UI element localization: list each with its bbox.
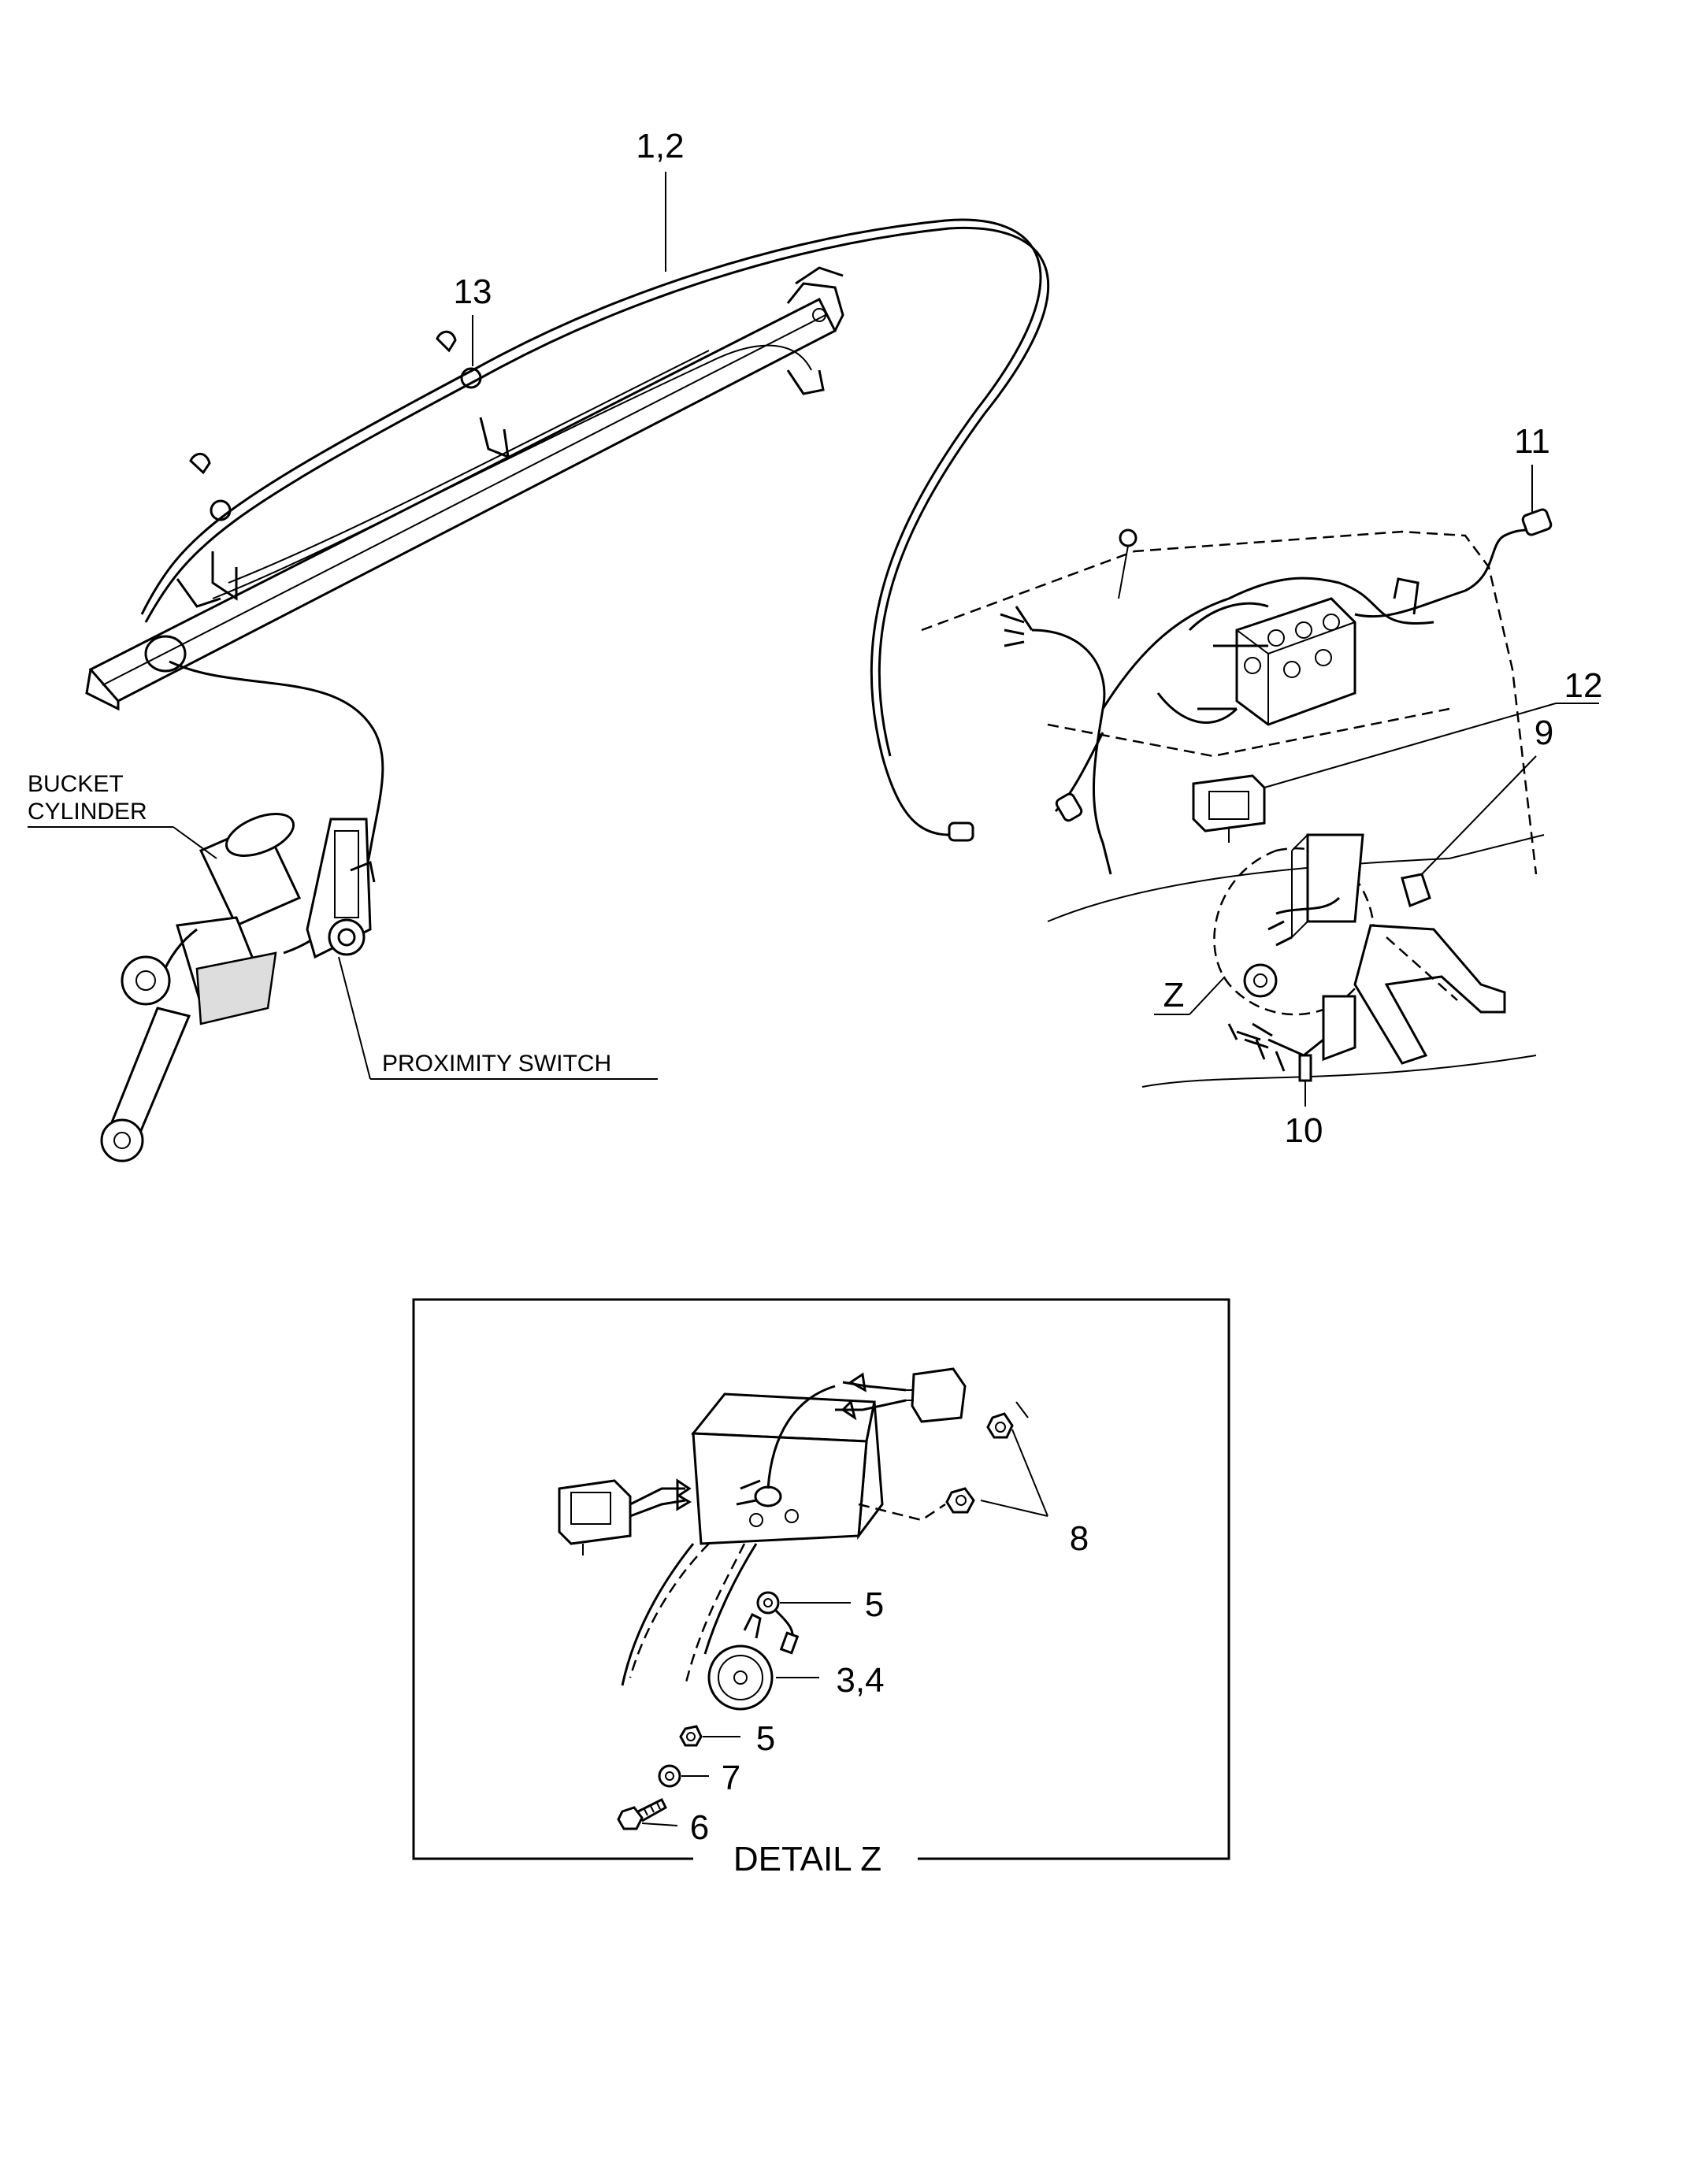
detail-title: DETAIL Z [733,1840,881,1878]
label-bucket: BUCKET [28,771,124,797]
callout-bucket-cylinder: BUCKET CYLINDER [28,771,217,859]
label-relay-9: 9 [1535,714,1553,752]
bolt-6: 6 [617,1797,709,1847]
lamp-connector [558,1478,692,1555]
label-plug-10: 10 [1285,1111,1323,1150]
label-washer-7: 7 [722,1759,740,1797]
label-cylinder: CYLINDER [28,799,147,825]
washer-7: 7 [658,1759,740,1797]
nut-8: 8 [858,1401,1089,1558]
callout-harness: 1,2 [636,127,685,272]
label-clip: 13 [454,273,492,311]
label-washer-5b: 5 [756,1719,775,1758]
washer-5-lower: 5 [679,1719,775,1758]
label-bolt-6: 6 [690,1808,709,1847]
detail-z-box: DETAIL Z [412,1298,1230,1878]
connector-11: 11 [1514,422,1553,536]
plug-10: 10 [1227,1022,1324,1150]
horn-mounting-area [1213,833,1506,1065]
cab-harness-assembly [921,526,1545,1088]
washer-5-upper: 5 [756,1585,884,1655]
proximity-switch [306,818,376,959]
callout-detail-z: Z [1154,976,1226,1015]
label-proximity-switch: PROXIMITY SWITCH [382,1051,611,1077]
work-lamp-12: 12 [1192,666,1603,843]
wire-harness [140,218,1049,955]
horn-3-4: 3,4 [707,1612,885,1711]
label-lamp-12: 12 [1564,666,1603,705]
loader-arm-assembly [85,266,844,711]
relay-9: 9 [1401,714,1553,908]
label-horn: 3,4 [836,1661,884,1700]
label-nut-8: 8 [1070,1519,1089,1558]
label-connector-11: 11 [1514,422,1550,461]
label-washer-5a: 5 [865,1585,884,1624]
bucket-cylinder [100,813,302,1162]
callout-proximity-switch: PROXIMITY SWITCH [338,956,658,1080]
horn-bracket [621,1392,884,1686]
label-harness: 1,2 [636,127,684,165]
relay-connector [766,1367,967,1489]
label-detail-ref: Z [1163,976,1185,1014]
callout-clip: 13 [454,273,492,366]
